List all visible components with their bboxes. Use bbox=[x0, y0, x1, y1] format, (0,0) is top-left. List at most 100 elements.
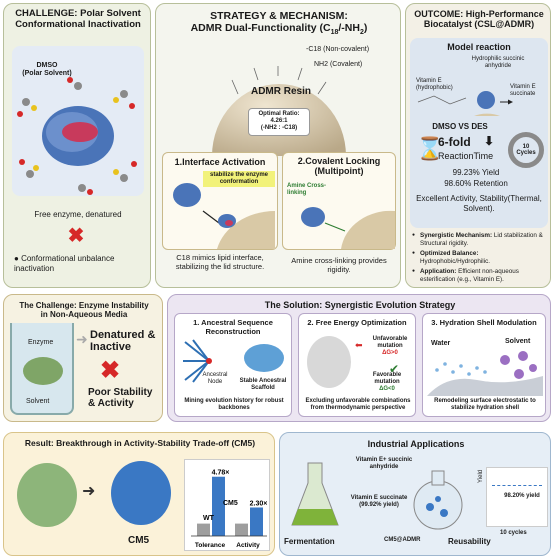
scaffold-protein bbox=[244, 344, 284, 372]
category-label: Activity bbox=[236, 542, 260, 549]
enzyme-label: Enzyme bbox=[28, 339, 54, 346]
s1-scaffold-label: Stable Ancestral Scaffold bbox=[239, 378, 287, 392]
excellent-label: Excellent Activity, Stability(Thermal, S… bbox=[416, 194, 542, 213]
s2-caption: Excluding unfavorable combinations from … bbox=[305, 398, 411, 412]
yield-label: 99.23% Yield bbox=[452, 168, 500, 177]
model-reaction-label: Model reaction bbox=[447, 42, 511, 52]
result-panel: Result: Breakthrough in Activity-Stabili… bbox=[3, 432, 275, 556]
vitamin-e-label: Vitamin E (hydrophobic) bbox=[416, 78, 453, 92]
data-label: 4.78× bbox=[212, 470, 230, 477]
retention-label: 98.60% Retention bbox=[444, 179, 508, 188]
s2-unfavorable: Unfavorable mutation ΔG>0 bbox=[372, 336, 408, 357]
bullet-item-balance: Optimized Balance: Hydrophobic/Hydrophil… bbox=[412, 250, 550, 265]
catalyst-label: CM5@ADMR bbox=[384, 537, 421, 543]
challenge-panel: CHALLENGE: Polar Solvent Conformational … bbox=[3, 3, 151, 288]
hydration-box: 3. Hydration Shell Modulation Water Solv… bbox=[422, 313, 546, 417]
step2-illustration bbox=[301, 207, 395, 249]
arrow-right-icon: ➜ bbox=[76, 331, 88, 347]
check-icon: ✔ bbox=[389, 362, 400, 376]
interface-activation-box: 1.Interface Activation stabilize the enz… bbox=[162, 152, 278, 250]
denatured-enzyme-illustration bbox=[17, 77, 137, 195]
cycles-icon: 10 Cycles bbox=[508, 132, 544, 168]
free-enzyme-caption: Free enzyme, denatured bbox=[34, 210, 122, 219]
s3-title: 3. Hydration Shell Modulation bbox=[431, 318, 537, 327]
step2-note: Amine Cross-linking bbox=[287, 183, 327, 197]
step1-caption: C18 mimics lipid interface, stabilizing … bbox=[175, 253, 265, 271]
bar-cm5-tolerance bbox=[212, 476, 225, 536]
s1-caption: Mining evolution history for robust back… bbox=[184, 398, 284, 412]
s3-water-label: Water bbox=[431, 340, 451, 347]
inactivation-bullet: ● Conformational unbalance inactivation bbox=[14, 254, 115, 273]
series-label-wt: WT bbox=[203, 515, 215, 522]
bar-wt-tolerance bbox=[197, 523, 210, 536]
vitamin-e-succinate-label: Vitamin E succinate bbox=[510, 84, 536, 98]
covalent-locking-box: 2.Covalent Locking (Multipoint) Amine Cr… bbox=[282, 152, 396, 250]
yield-line bbox=[492, 485, 542, 486]
industrial-panel: Industrial Applications Fermentation Vit… bbox=[279, 432, 551, 556]
strategy-panel: STRATEGY & MECHANISM: ADMR Dual-Function… bbox=[155, 3, 401, 288]
bar-wt-activity bbox=[235, 523, 248, 536]
reaction-illustration bbox=[417, 91, 513, 116]
bullet-icon: ● bbox=[14, 254, 22, 263]
step1-title: 1.Interface Activation bbox=[174, 157, 266, 167]
ratio-box: Optimal Ratio: 4.26:1 (-NH2 : -C18) bbox=[248, 108, 310, 136]
outcome-panel: OUTCOME: High-Performance Biocatalyst (C… bbox=[405, 3, 551, 288]
s2-title: 2. Free Energy Optimization bbox=[307, 318, 407, 327]
solvent-label: Solvent bbox=[26, 398, 50, 405]
solution-title: The Solution: Synergistic Evolution Stra… bbox=[264, 300, 456, 310]
succinic-label: Hydrophilic succinic anhydride bbox=[471, 56, 525, 70]
result-title: Result: Breakthrough in Activity-Stabili… bbox=[24, 438, 256, 448]
fermentation-flask bbox=[291, 462, 339, 526]
step1-note: stabilize the enzyme conformation bbox=[203, 171, 275, 188]
ancestral-box: 1. Ancestral Sequence Reconstruction Anc… bbox=[174, 313, 292, 417]
fold-value: 6-fold bbox=[438, 135, 471, 149]
wt-protein bbox=[17, 463, 77, 527]
yield-axis-label: Yield bbox=[478, 469, 484, 483]
bullet-item-application: Application: Efficient non-aqueous ester… bbox=[412, 268, 550, 283]
inactivation-cross-icon: ✖ bbox=[67, 225, 85, 247]
challenge-title: CHALLENGE: Polar Solvent Conformational … bbox=[15, 8, 141, 30]
category-label: Tolerance bbox=[195, 542, 226, 549]
instability-title: The Challenge: Enzyme Instability in Non… bbox=[19, 301, 149, 320]
down-arrow-icon: ⬇ bbox=[484, 134, 495, 148]
reuse-chart bbox=[486, 467, 548, 527]
step2-title: 2.Covalent Locking (Multipoint) bbox=[297, 156, 381, 176]
step2-caption: Amine cross-linking provides rigidity. bbox=[291, 256, 387, 274]
s2-favorable: Favorable mutation ΔG<0 bbox=[372, 372, 402, 393]
instability-panel: The Challenge: Enzyme Instability in Non… bbox=[3, 294, 163, 422]
bar-chart: 4.78× Tolerance 2.30× Activity WT CM5 bbox=[184, 459, 270, 551]
phylogeny-illustration bbox=[183, 339, 212, 383]
free-energy-box: 2. Free Energy Optimization ⬅ Unfavorabl… bbox=[298, 313, 416, 417]
dmso-des-label: DMSO VS DES bbox=[432, 122, 488, 131]
s1-title: 1. Ancestral Sequence Reconstruction bbox=[193, 318, 273, 336]
s1-node-label: Ancestral Node bbox=[202, 372, 228, 386]
hourglass-icon: ⌛ bbox=[416, 136, 444, 161]
reaction-time-label: ReactionTime bbox=[438, 151, 494, 161]
denatured-label: Denatured & Inactive bbox=[90, 329, 156, 354]
s3-caption: Remodeling surface electrostatic to stab… bbox=[434, 398, 536, 412]
product-label: Vitamin E succinate (99.92% yield) bbox=[350, 495, 408, 509]
data-label: 2.30× bbox=[250, 500, 268, 507]
cm5-protein bbox=[111, 461, 171, 525]
resin-label: ADMR Resin bbox=[250, 86, 311, 97]
outcome-bullets: Synergistic Mechanism: Lid stabilization… bbox=[412, 232, 550, 286]
strategy-title: STRATEGY & MECHANISM: ADMR Dual-Function… bbox=[190, 10, 368, 37]
cycles-axis-label: 10 cycles bbox=[500, 530, 527, 536]
dmso-label: DMSO (Polar Solvent) bbox=[22, 62, 72, 78]
cm5-protein-label: CM5 bbox=[128, 535, 150, 546]
step1-illustration bbox=[173, 183, 275, 249]
transform-arrow-icon: ➜ bbox=[82, 483, 96, 500]
reactor-flask bbox=[413, 470, 463, 530]
fermentation-label: Fermentation bbox=[284, 537, 335, 546]
cross-icon: ✖ bbox=[100, 357, 121, 384]
mutation-protein bbox=[307, 336, 351, 388]
bar-chart-svg: 4.78× Tolerance 2.30× Activity WT CM5 bbox=[191, 470, 268, 549]
poor-stability-label: Poor Stability & Activity bbox=[88, 387, 153, 409]
s3-solvent-label: Solvent bbox=[505, 338, 531, 345]
reusability-label: Reusability bbox=[448, 537, 491, 546]
yield-value-label: 98.20% yield bbox=[504, 493, 540, 499]
series-label-cm5: CM5 bbox=[223, 500, 238, 507]
industrial-title: Industrial Applications bbox=[367, 439, 465, 449]
unfavorable-arrow-icon: ⬅ bbox=[355, 340, 363, 350]
outcome-title: OUTCOME: High-Performance Biocatalyst (C… bbox=[414, 9, 544, 30]
